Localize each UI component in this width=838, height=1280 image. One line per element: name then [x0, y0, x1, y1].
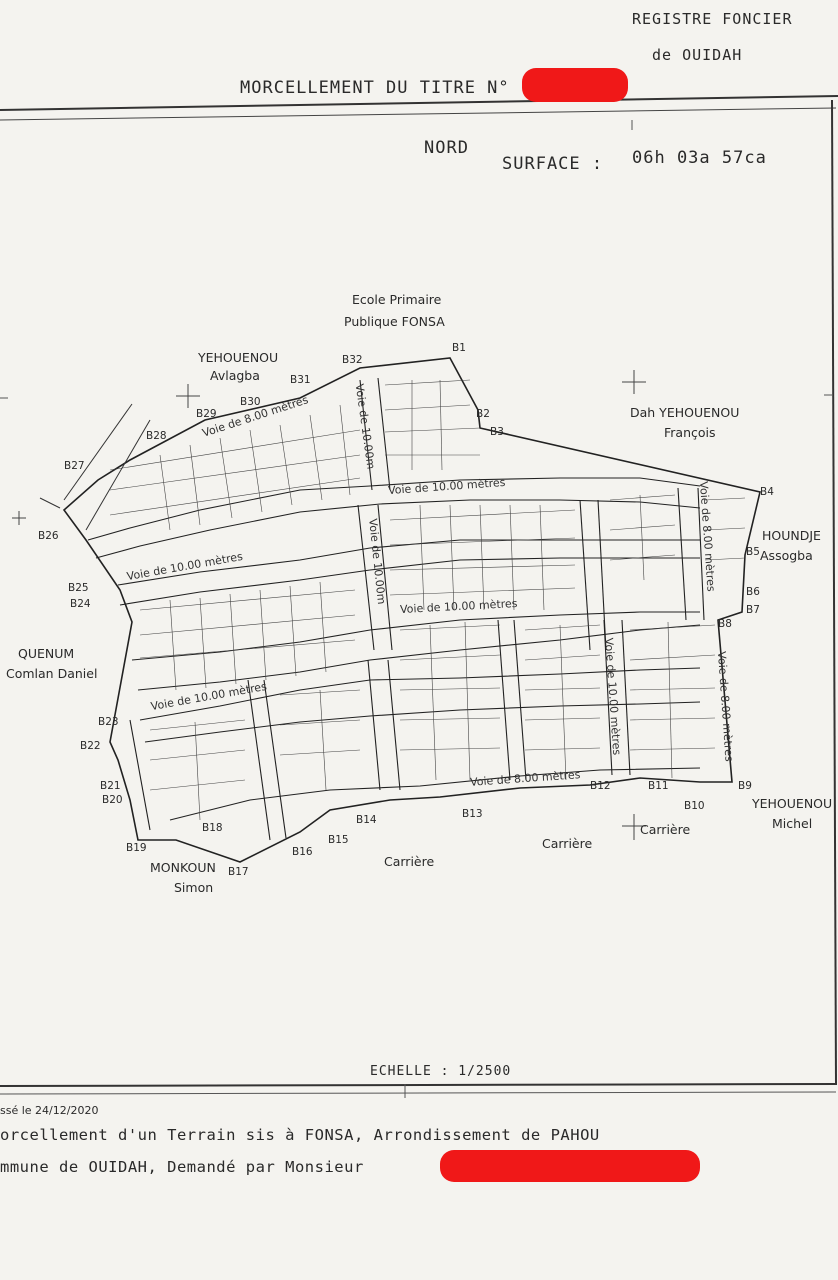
neighbor-carriere-2: Carrière — [542, 836, 593, 851]
boundary-point: B20 — [102, 794, 123, 806]
north-label: NORD — [424, 138, 469, 158]
boundary-point: B26 — [38, 530, 59, 542]
registry-name: REGISTRE FONCIER — [632, 10, 793, 28]
boundary-point: B15 — [328, 834, 349, 846]
boundary-point: B31 — [290, 374, 311, 386]
boundary-point: B6 — [746, 586, 760, 598]
neighbor-yehouenou-michel-1: YEHOUENOU — [752, 796, 833, 811]
boundary-point: B1 — [452, 342, 466, 354]
boundary-point: B32 — [342, 354, 363, 366]
redacted-requester-name — [440, 1150, 700, 1182]
footer-line1: orcellement d'un Terrain sis à FONSA, Ar… — [0, 1126, 600, 1144]
boundary-point: B29 — [196, 408, 217, 420]
neighbor-monkoun-2: Simon — [174, 880, 214, 895]
boundary-point: B4 — [760, 486, 774, 498]
boundary-point: B7 — [746, 604, 760, 616]
document-title: MORCELLEMENT DU TITRE N° — [240, 78, 510, 98]
neighbor-yehouenou-michel-2: Michel — [772, 816, 813, 831]
registry-location: de OUIDAH — [652, 46, 743, 64]
boundary-point: B8 — [718, 618, 732, 630]
neighbor-dah-2: François — [664, 425, 716, 440]
boundary-point: B18 — [202, 822, 223, 834]
boundary-point: B19 — [126, 842, 147, 854]
neighbor-yehouenou-avlagba-2: Avlagba — [210, 368, 260, 383]
boundary-point: B30 — [240, 396, 261, 408]
boundary-point: B23 — [98, 716, 119, 728]
neighbor-school-line1: Ecole Primaire — [352, 292, 442, 307]
neighbor-school-line2: Publique FONSA — [344, 314, 445, 329]
neighbor-houndje-2: Assogba — [760, 548, 813, 563]
footer-line2: mmune de OUIDAH, Demandé par Monsieur — [0, 1158, 364, 1176]
surface-value: 06h 03a 57ca — [632, 148, 767, 168]
boundary-point: B25 — [68, 582, 89, 594]
boundary-point: B28 — [146, 430, 167, 442]
boundary-point: B10 — [684, 800, 705, 812]
boundary-point: B21 — [100, 780, 121, 792]
boundary-point: B9 — [738, 780, 752, 792]
boundary-point: B14 — [356, 814, 377, 826]
boundary-point: B17 — [228, 866, 249, 878]
boundary-point: B2 — [476, 408, 490, 420]
neighbor-dah-1: Dah YEHOUENOU — [630, 405, 740, 420]
boundary-point: B27 — [64, 460, 85, 472]
neighbor-quenum-2: Comlan Daniel — [6, 666, 98, 681]
neighbor-carriere-3: Carrière — [640, 822, 691, 837]
boundary-point: B3 — [490, 426, 504, 438]
neighbor-carriere-1: Carrière — [384, 854, 435, 869]
boundary-point: B12 — [590, 780, 611, 792]
map-scale: ECHELLE : 1/2500 — [370, 1064, 512, 1079]
redacted-title-number — [522, 68, 628, 102]
neighbor-yehouenou-avlagba-1: YEHOUENOU — [198, 350, 279, 365]
surface-label: SURFACE : — [502, 154, 604, 174]
boundary-point: B22 — [80, 740, 101, 752]
neighbor-quenum-1: QUENUM — [18, 646, 75, 661]
parcel-boundary — [62, 357, 761, 863]
boundary-point: B24 — [70, 598, 91, 610]
boundary-point: B11 — [648, 780, 669, 792]
boundary-point: B13 — [462, 808, 483, 820]
neighbor-monkoun-1: MONKOUN — [150, 860, 216, 875]
boundary-point: B16 — [292, 846, 313, 858]
footer-date: ssé le 24/12/2020 — [0, 1104, 99, 1117]
neighbor-houndje-1: HOUNDJE — [762, 528, 821, 543]
boundary-point: B5 — [746, 546, 760, 558]
